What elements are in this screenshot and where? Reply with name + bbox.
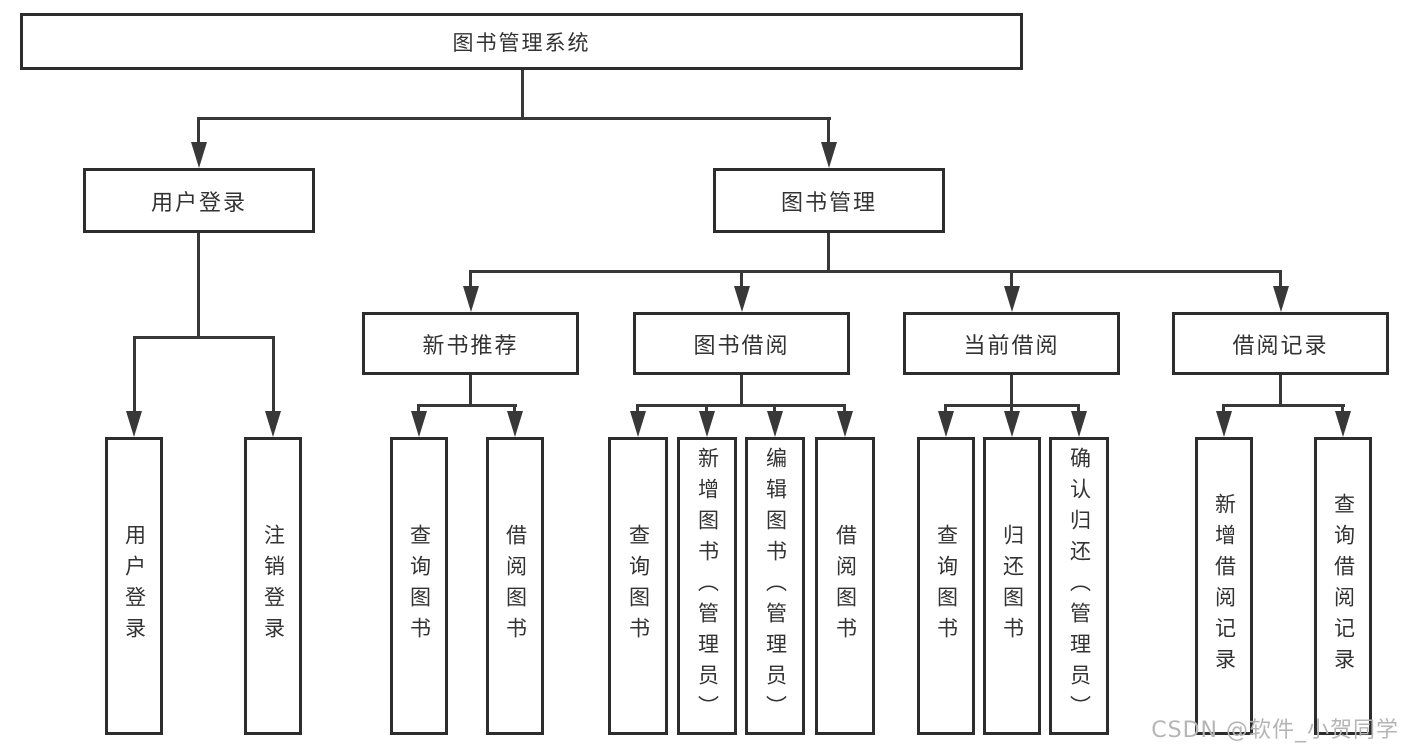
node-book-management-label: 图书管理 [780, 190, 877, 216]
leaf-query-books-current: 查询图书 [917, 437, 975, 735]
connector-branch-new-book [469, 270, 472, 286]
connector-branch-leaf [636, 404, 639, 411]
leaf-edit-books-admin: 编辑图书（管理员） [745, 437, 805, 735]
csdn-watermark: CSDN @软件_小贺同学 [1151, 718, 1399, 743]
connector-branch-borrow-records [1279, 270, 1282, 286]
connector-book-borrow-stem [740, 375, 743, 404]
leaf-add-books-admin: 新增图书（管理员） [677, 437, 737, 735]
arrowhead-down-icon [699, 411, 715, 437]
node-borrow-records: 借阅记录 [1172, 312, 1389, 375]
leaf-label: 查询图书 [934, 524, 959, 648]
arrowhead-down-icon [630, 411, 646, 437]
node-user-login-label: 用户登录 [150, 190, 247, 216]
connector-branch-leaf [513, 404, 516, 411]
leaf-label: 借阅图书 [833, 524, 858, 648]
node-current-borrow: 当前借阅 [903, 312, 1120, 375]
connector-branch-leaf [1341, 404, 1344, 411]
connector-borrow-records-hline [1222, 404, 1345, 407]
connector-branch-leaf [773, 404, 776, 411]
leaf-label: 注销登录 [261, 524, 286, 648]
leaf-label: 查询图书 [407, 524, 432, 648]
arrowhead-down-icon [767, 411, 783, 437]
leaf-add-borrow-record: 新增借阅记录 [1195, 437, 1253, 735]
connector-new-book-hline [417, 404, 517, 407]
connector-branch-leaf [1010, 404, 1013, 411]
arrowhead-down-icon [265, 411, 281, 437]
connector-current-borrow-stem [1010, 375, 1013, 404]
connector-branch-book-borrow [740, 270, 743, 286]
leaf-label: 确认归还（管理员） [1067, 446, 1092, 726]
connector-branch-book-management [827, 117, 830, 144]
connector-user-login-hline [133, 336, 275, 339]
arrowhead-down-icon [507, 411, 523, 437]
leaf-label: 查询借阅记录 [1331, 493, 1356, 679]
connector-branch-leaf [843, 404, 846, 411]
connector-branch-current-borrow [1010, 270, 1013, 286]
connector-branch-leaf [417, 404, 420, 411]
node-root-label: 图书管理系统 [452, 30, 591, 55]
arrowhead-down-icon [1335, 411, 1351, 437]
leaf-label: 查询图书 [626, 524, 651, 648]
leaf-query-books-borrow: 查询图书 [608, 437, 668, 735]
leaf-user-login: 用户登录 [105, 437, 163, 735]
leaf-query-borrow-record: 查询借阅记录 [1314, 437, 1372, 735]
connector-user-login-stem [197, 233, 200, 336]
connector-level3-hline [469, 270, 1282, 273]
leaf-borrow-books: 借阅图书 [815, 437, 875, 735]
leaf-label: 新增图书（管理员） [695, 446, 720, 726]
connector-branch-leaf [1222, 404, 1225, 411]
arrowhead-down-icon [463, 286, 479, 312]
arrowhead-down-icon [1216, 411, 1232, 437]
arrowhead-down-icon [411, 411, 427, 437]
leaf-borrow-books-recommend: 借阅图书 [486, 437, 544, 735]
node-book-management: 图书管理 [713, 168, 945, 233]
connector-branch-login-leaf [133, 336, 136, 411]
leaf-query-books-recommend: 查询图书 [390, 437, 448, 735]
leaf-logout: 注销登录 [244, 437, 302, 735]
arrowhead-down-icon [126, 411, 142, 437]
connector-book-borrow-hline [636, 404, 846, 407]
arrowhead-down-icon [1004, 411, 1020, 437]
node-new-book-recommend: 新书推荐 [362, 312, 579, 375]
leaf-label: 归还图书 [1000, 524, 1025, 648]
connector-borrow-records-stem [1279, 375, 1282, 404]
leaf-return-books: 归还图书 [983, 437, 1041, 735]
node-borrow-records-label: 借阅记录 [1232, 333, 1329, 359]
connector-branch-user-login [197, 117, 200, 144]
leaf-label: 编辑图书（管理员） [763, 446, 788, 726]
node-user-login: 用户登录 [83, 168, 315, 233]
connector-book-management-stem [827, 233, 830, 270]
arrowhead-down-icon [821, 142, 837, 168]
node-book-borrow-label: 图书借阅 [693, 333, 790, 359]
arrowhead-down-icon [938, 411, 954, 437]
node-book-borrow: 图书借阅 [633, 312, 850, 375]
connector-new-book-stem [469, 375, 472, 404]
arrowhead-down-icon [191, 142, 207, 168]
connector-branch-logout-leaf [272, 336, 275, 411]
arrowhead-down-icon [734, 286, 750, 312]
arrowhead-down-icon [837, 411, 853, 437]
arrowhead-down-icon [1004, 286, 1020, 312]
leaf-label: 用户登录 [122, 524, 147, 648]
connector-level1-hline [197, 117, 831, 120]
node-new-book-recommend-label: 新书推荐 [422, 333, 519, 359]
connector-branch-leaf [1077, 404, 1080, 411]
arrowhead-down-icon [1071, 411, 1087, 437]
connector-branch-leaf [944, 404, 947, 411]
node-current-borrow-label: 当前借阅 [963, 333, 1060, 359]
leaf-label: 新增借阅记录 [1212, 493, 1237, 679]
leaf-label: 借阅图书 [503, 524, 528, 648]
arrowhead-down-icon [1273, 286, 1289, 312]
connector-branch-leaf [705, 404, 708, 411]
node-root: 图书管理系统 [20, 13, 1023, 70]
leaf-confirm-return-admin: 确认归还（管理员） [1049, 437, 1109, 735]
connector-root-stem [521, 70, 524, 117]
